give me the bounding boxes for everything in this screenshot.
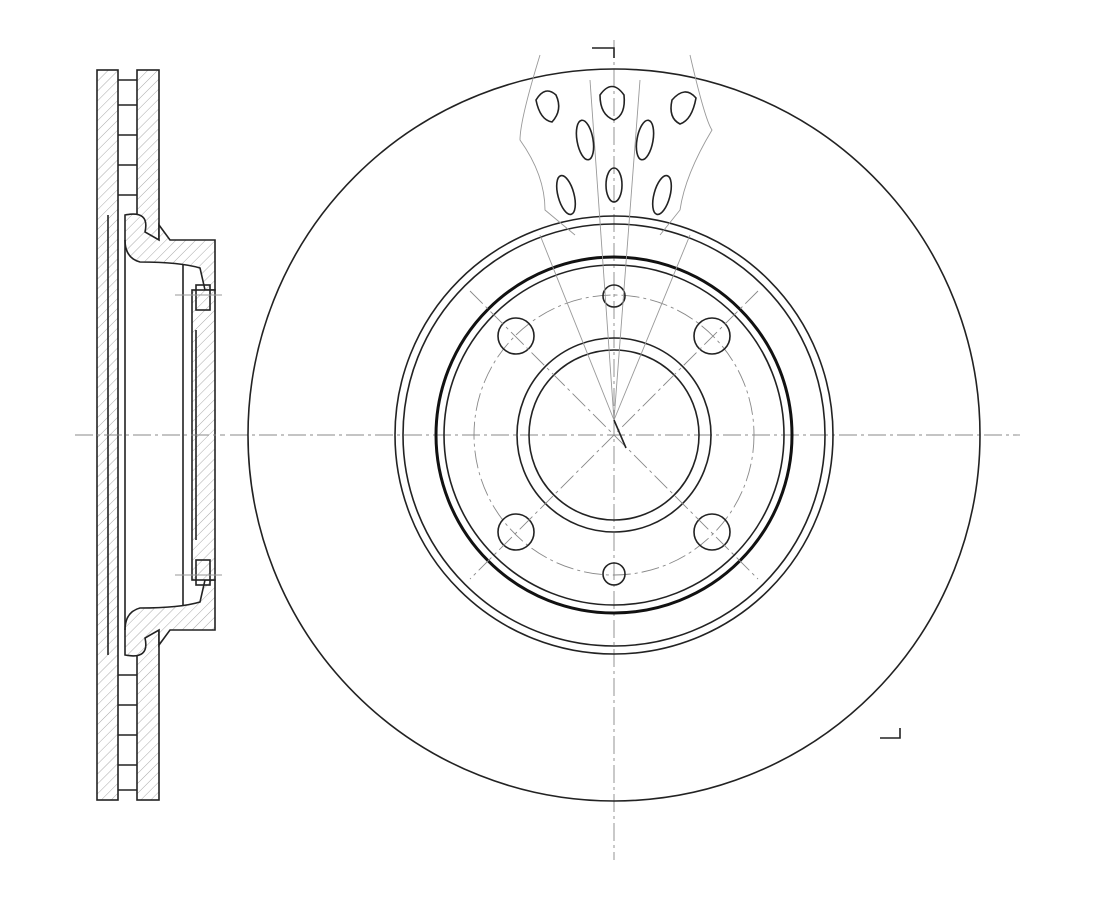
- vent-hole: [670, 91, 697, 125]
- front-view: [230, 40, 1020, 860]
- hat-bottom: [124, 579, 216, 657]
- diagonal-centerlines: [469, 290, 759, 580]
- center-bore: [528, 349, 700, 521]
- cooling-vanes-bottom: [118, 674, 137, 791]
- hat-inner-edge: [402, 223, 826, 647]
- vent-hole: [635, 119, 655, 161]
- bolt-holes: [497, 284, 731, 586]
- center-bore-outer: [516, 337, 712, 533]
- vent-hole: [555, 174, 577, 216]
- bolt-bore-bottom: [195, 559, 211, 586]
- vent-hole: [575, 119, 595, 161]
- bolt-hole: [497, 513, 535, 551]
- bolt-bore-top: [195, 284, 211, 311]
- bolt-hole: [602, 284, 626, 308]
- section-view: [75, 69, 225, 801]
- vent-hole: [535, 90, 560, 123]
- bolt-hole: [693, 513, 731, 551]
- vent-hole: [605, 167, 623, 203]
- section-mark-bottom: [880, 728, 901, 739]
- hat-outer-edge: [394, 215, 834, 655]
- hub-inner-edge: [443, 264, 785, 606]
- center-tick: [613, 419, 627, 449]
- bolt-circle: [473, 294, 755, 576]
- hub-edge: [434, 255, 794, 615]
- bolt-hole: [602, 562, 626, 586]
- disc-outer-edge: [247, 68, 981, 802]
- hat-top: [124, 213, 216, 291]
- cooling-vanes-top: [118, 79, 137, 196]
- bolt-hole: [497, 317, 535, 355]
- vent-hole: [599, 85, 626, 121]
- section-mark-top: [592, 47, 615, 58]
- vent-hole: [651, 174, 673, 216]
- bolt-hole: [693, 317, 731, 355]
- vent-cutaway: [519, 54, 713, 421]
